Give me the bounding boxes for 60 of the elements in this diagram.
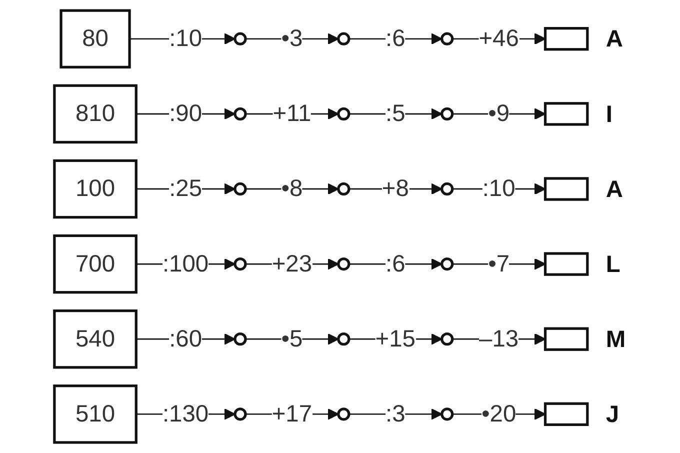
- edge-label: +23: [272, 250, 312, 277]
- answer-letter: M: [606, 327, 626, 353]
- node-box: [544, 252, 589, 276]
- edge-label: :60: [169, 325, 202, 352]
- node-circle: [440, 257, 454, 271]
- node-circle: [337, 107, 350, 120]
- node-circle: [440, 332, 454, 346]
- node-circle: [337, 408, 350, 421]
- node-box: 810: [53, 84, 138, 144]
- node-circle: [234, 257, 247, 271]
- edge-label: :6: [385, 25, 406, 52]
- node-box: [544, 402, 589, 426]
- edge-label: –13: [479, 325, 519, 352]
- node-circle: [337, 257, 350, 271]
- node-box: 80: [60, 9, 131, 68]
- node-circle: [234, 182, 247, 196]
- node-circle: [440, 182, 454, 196]
- edge-label: •20: [481, 400, 516, 427]
- edge-label: :90: [169, 100, 202, 126]
- node-box: [544, 177, 589, 201]
- node-box: [544, 327, 589, 351]
- answer-letter: A: [606, 176, 623, 203]
- edge-label: •9: [488, 100, 510, 126]
- edge-label: :10: [482, 175, 516, 202]
- edge-label: •7: [488, 250, 510, 277]
- edge-label: +15: [375, 325, 416, 352]
- edge-label: +46: [478, 25, 519, 52]
- answer-letter: L: [606, 252, 620, 278]
- node-circle: [234, 32, 247, 46]
- edge-label: •8: [281, 175, 303, 202]
- node-box: 540: [53, 309, 138, 369]
- node-circle: [440, 107, 454, 120]
- edge-label: :100: [162, 250, 209, 277]
- edge-label: •5: [281, 325, 303, 352]
- node-box: 700: [53, 234, 138, 294]
- node-box: 100: [53, 159, 138, 219]
- node-circle: [440, 32, 454, 46]
- edge-label: :3: [385, 400, 406, 427]
- node-box: [544, 27, 589, 51]
- edge-label: +17: [272, 400, 312, 427]
- edge-label: •3: [281, 25, 303, 52]
- node-circle: [234, 332, 247, 346]
- answer-letter: J: [606, 402, 620, 428]
- edge-label: :130: [162, 400, 209, 427]
- node-circle: [234, 107, 247, 120]
- edge-label: +11: [272, 100, 312, 126]
- answer-letter: A: [606, 26, 623, 53]
- node-circle: [337, 32, 350, 46]
- node-box: [544, 102, 589, 126]
- node-circle: [337, 182, 350, 196]
- node-box: 510: [53, 384, 138, 444]
- edge-label: +8: [382, 175, 409, 202]
- edge-label: :10: [169, 25, 202, 52]
- edge-label: :6: [385, 250, 406, 277]
- edge-label: :25: [169, 175, 202, 202]
- answer-letter: I: [606, 102, 612, 128]
- node-circle: [440, 408, 454, 421]
- edge-label: :5: [385, 100, 406, 126]
- node-circle: [337, 332, 350, 346]
- node-circle: [234, 408, 247, 421]
